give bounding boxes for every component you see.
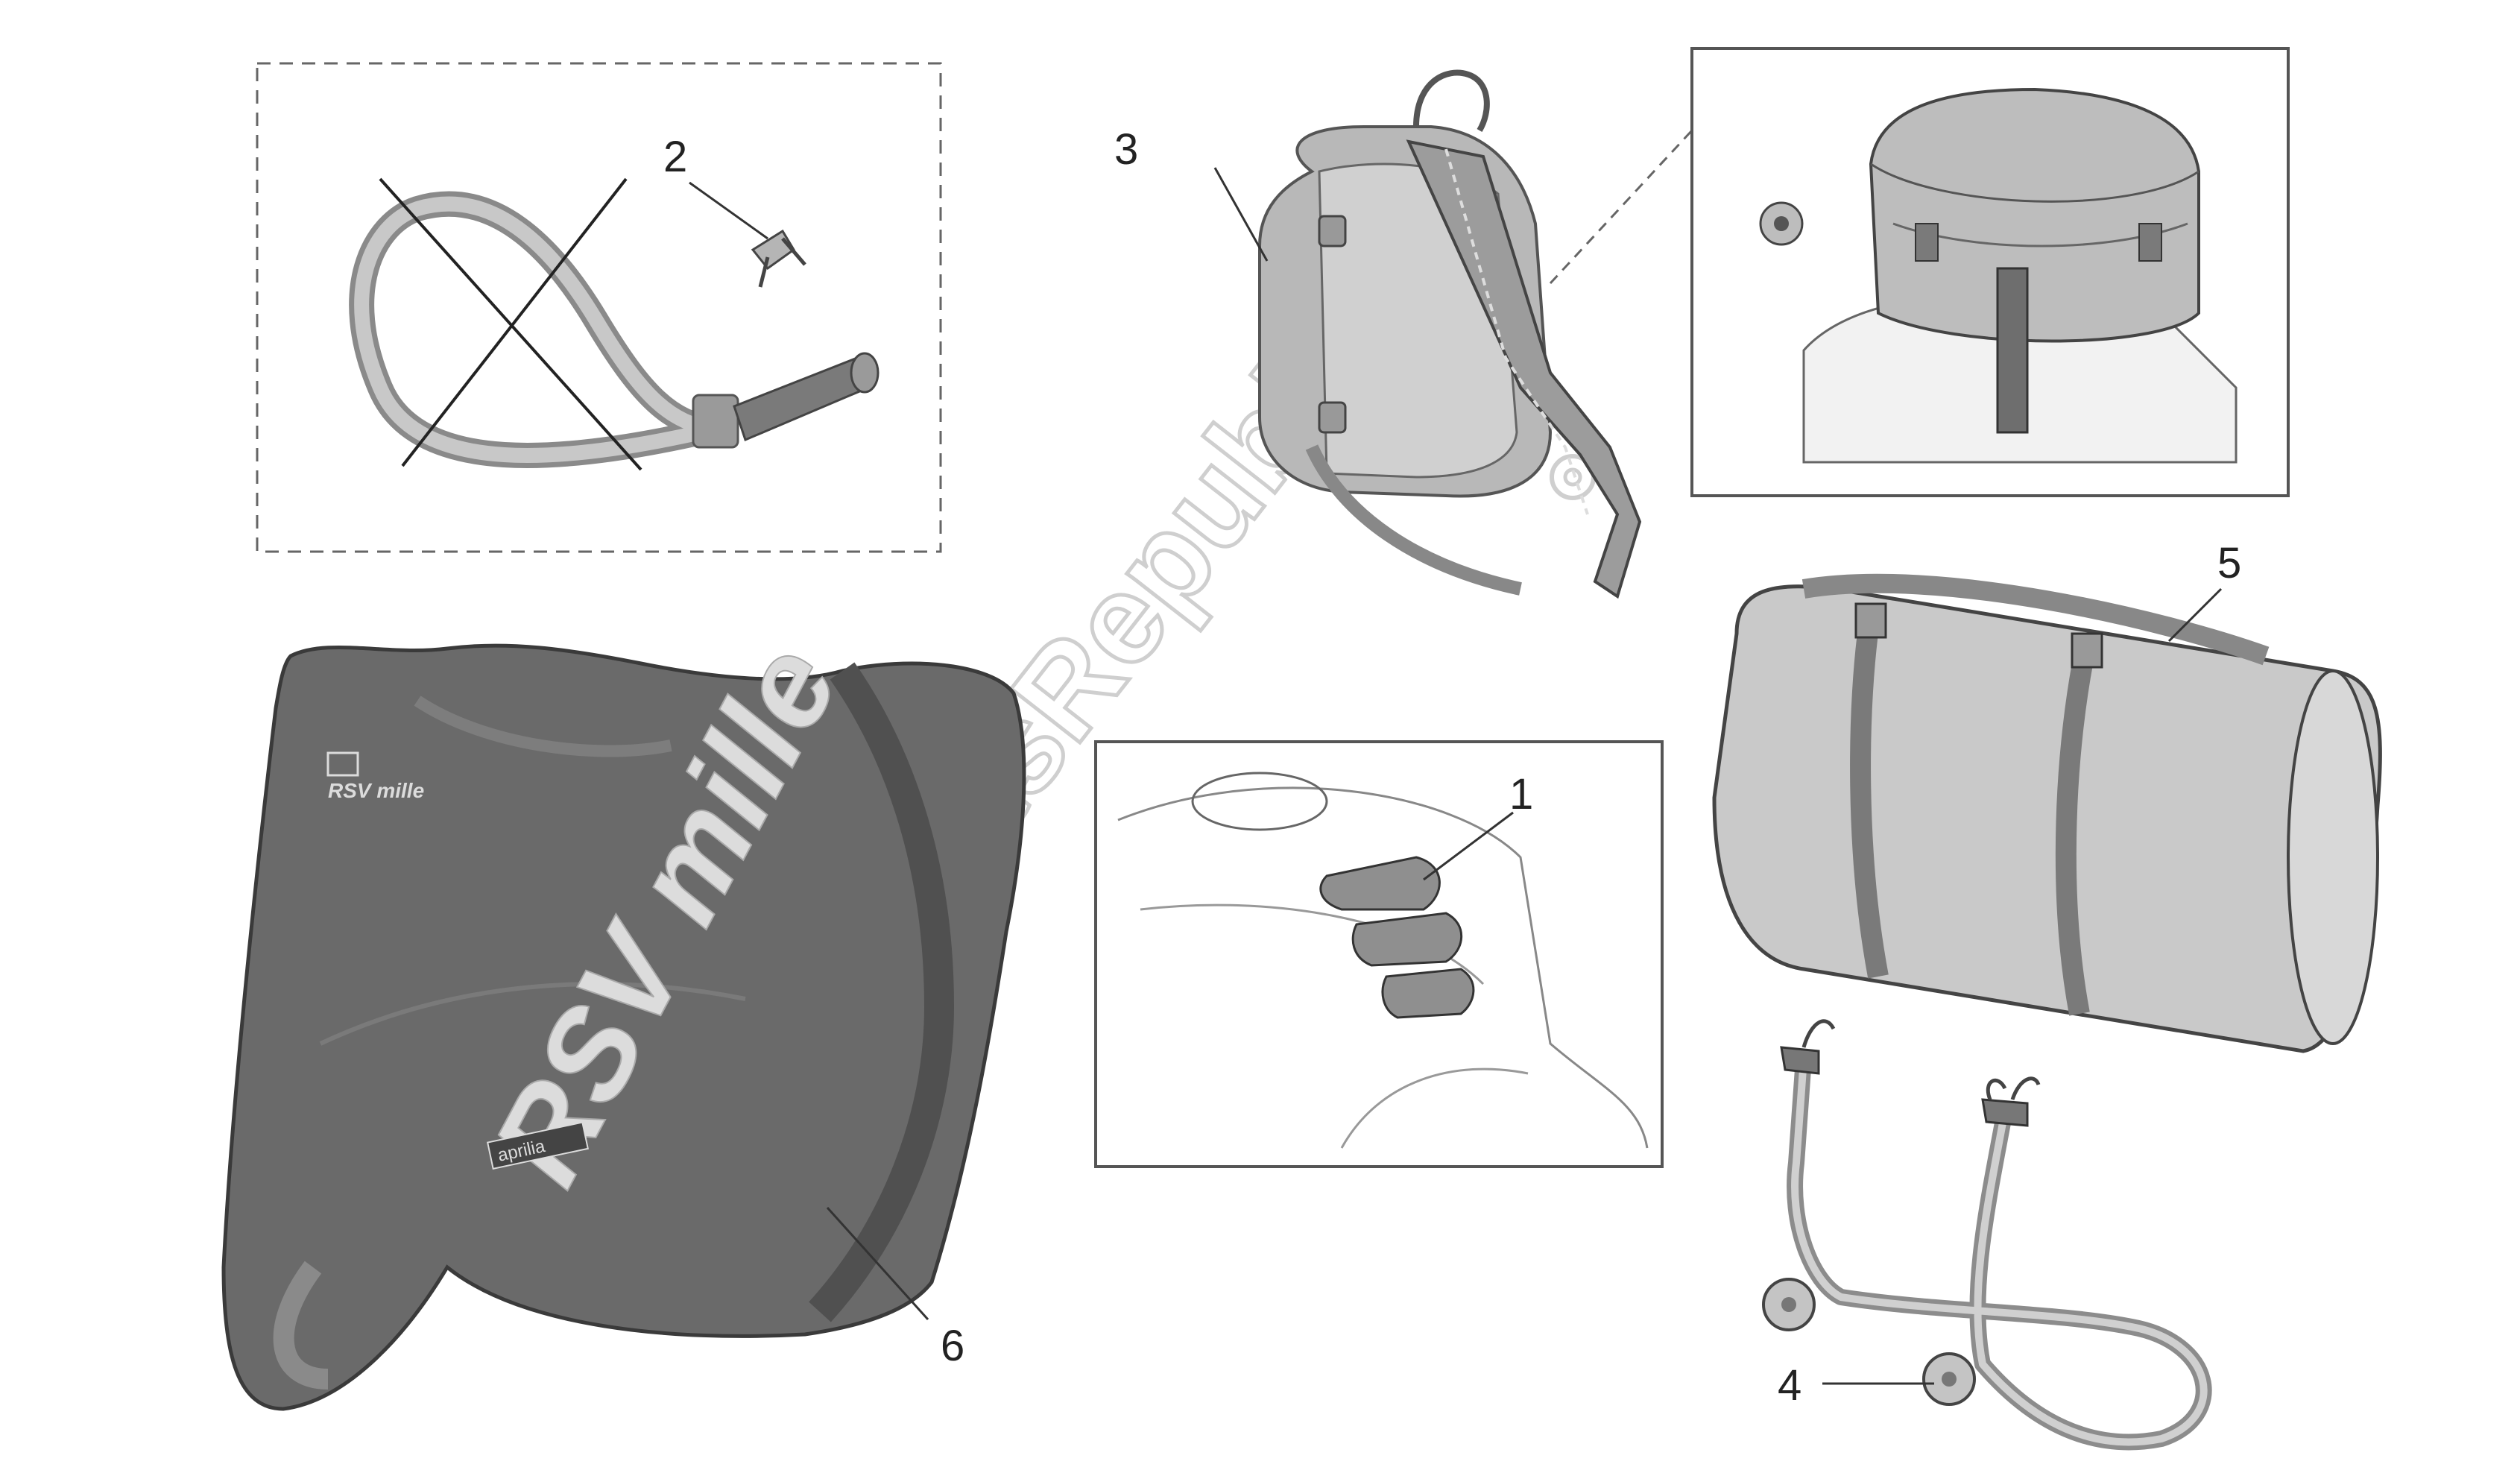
cover-small-logo: RSV mille	[326, 751, 424, 802]
part-1-tank-pads-group: 1	[1094, 740, 1664, 1168]
tank-pad-bottom	[1381, 968, 1475, 1019]
keys-icon	[751, 229, 806, 288]
tank-bag	[1869, 87, 2200, 343]
bike-cover	[221, 643, 1026, 1411]
tank-pad-top	[1319, 856, 1441, 911]
callout-6: 6	[941, 1322, 964, 1370]
duffel-bag	[1712, 584, 2382, 1053]
cover-brand-tag: aprilia	[486, 1121, 590, 1170]
tank-bag-inset	[1690, 47, 2290, 497]
part-3-backpack-group: 3	[1114, 69, 1693, 599]
callout-5: 5	[2217, 539, 2241, 587]
dashed-frame	[256, 62, 942, 553]
tank-pad-middle	[1351, 912, 1463, 967]
callout-2: 2	[663, 133, 687, 181]
part-5-duffel-bag-group: 5	[1712, 539, 2382, 1053]
part-4-paddock-stand-group: 4	[1762, 1019, 2212, 1451]
part-2-cable-lock-group: 2	[256, 62, 942, 553]
callout-1: 1	[1509, 770, 1533, 819]
cover-small-logo-text: RSV mille	[328, 779, 424, 802]
callout-3: 3	[1114, 125, 1138, 174]
callout-4: 4	[1778, 1361, 1801, 1410]
part-6-bike-cover-group: RSV mille RSV mille aprilia 6	[221, 622, 1026, 1411]
